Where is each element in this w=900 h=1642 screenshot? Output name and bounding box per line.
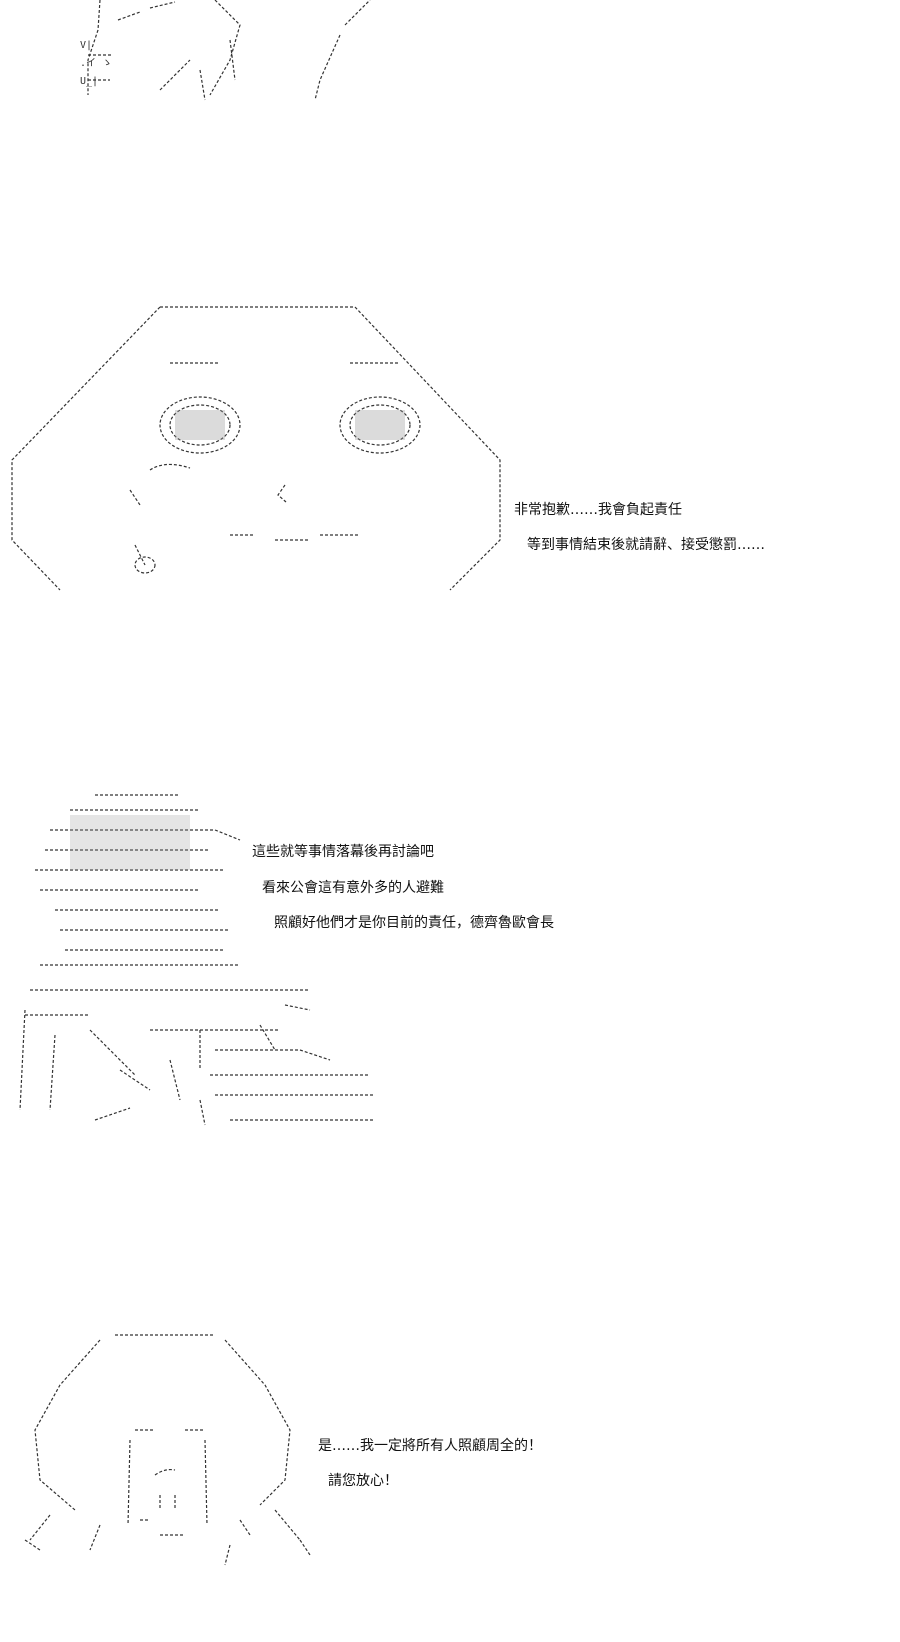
dialogue-line: 非常抱歉……我會負起責任 bbox=[514, 502, 682, 518]
svg-text:V|: V| bbox=[80, 40, 92, 51]
ascii-art-crowned-figure bbox=[19, 794, 375, 1126]
ascii-art-crying-face bbox=[11, 306, 501, 591]
ascii-art-top-strokes: V| .イ ゝ U_| bbox=[80, 40, 112, 87]
dialogue-line: 照顧好他們才是你目前的責任，德齊魯歐會長 bbox=[274, 915, 554, 931]
dialogue-line: 請您放心！ bbox=[328, 1473, 398, 1489]
ascii-art-round-face bbox=[24, 1334, 311, 1566]
dialogue-line: 這些就等事情落幕後再討論吧 bbox=[252, 844, 434, 860]
dialogue-line: 等到事情結束後就請辭、接受懲罰…… bbox=[527, 537, 765, 553]
dialogue-line: 看來公會這有意外多的人避難 bbox=[262, 880, 444, 896]
svg-text:U_|: U_| bbox=[80, 76, 98, 87]
ascii-art-eye-shading bbox=[175, 410, 405, 440]
ascii-art-top-figure bbox=[87, 0, 371, 101]
svg-text:.イ ゝ: .イ ゝ bbox=[80, 58, 112, 69]
ascii-art-figure-shading bbox=[70, 815, 190, 870]
dialogue-line: 是……我一定將所有人照顧周全的！ bbox=[318, 1438, 542, 1454]
